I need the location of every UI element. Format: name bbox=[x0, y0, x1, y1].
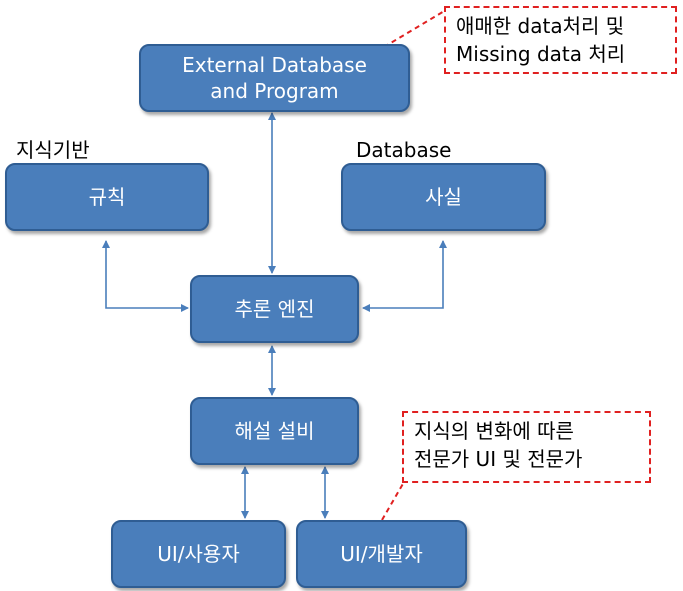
note-ambiguous-data: 애매한 data처리 및 Missing data 처리 bbox=[444, 6, 677, 74]
external-database-label-line1: External Database bbox=[182, 53, 367, 77]
ui-user-box: UI/사용자 bbox=[111, 520, 286, 588]
note-expert-ui: 지식의 변화에 따른 전문가 UI 및 전문가 bbox=[402, 411, 651, 483]
arrow-facts-engine bbox=[362, 240, 447, 312]
explanation-facility-label: 해설 설비 bbox=[234, 419, 315, 443]
note-expert-ui-line1: 지식의 변화에 따른 bbox=[414, 419, 574, 443]
inference-engine-box: 추론 엔진 bbox=[190, 275, 359, 343]
rules-box: 규칙 bbox=[5, 163, 209, 231]
facts-box: 사실 bbox=[341, 163, 546, 231]
note-ambiguous-data-line2: Missing data 처리 bbox=[456, 42, 626, 66]
database-label: Database bbox=[356, 138, 452, 162]
knowledge-base-label: 지식기반 bbox=[16, 138, 90, 162]
rules-label: 규칙 bbox=[88, 185, 126, 209]
ui-developer-box: UI/개발자 bbox=[296, 520, 467, 588]
explanation-facility-box: 해설 설비 bbox=[190, 397, 359, 465]
facts-label: 사실 bbox=[425, 185, 462, 209]
external-database-box: External Database and Program bbox=[139, 44, 410, 112]
note-expert-ui-line2: 전문가 UI 및 전문가 bbox=[414, 447, 583, 471]
ui-user-label: UI/사용자 bbox=[157, 542, 240, 566]
note-right-pointer bbox=[381, 481, 405, 521]
arrow-rules-engine bbox=[102, 240, 189, 312]
inference-engine-label: 추론 엔진 bbox=[234, 297, 315, 321]
note-ambiguous-data-line1: 애매한 data처리 및 bbox=[456, 14, 625, 38]
ui-developer-label: UI/개발자 bbox=[340, 542, 423, 566]
note-top-pointer bbox=[383, 9, 447, 48]
external-database-label-line2: and Program bbox=[210, 79, 339, 103]
